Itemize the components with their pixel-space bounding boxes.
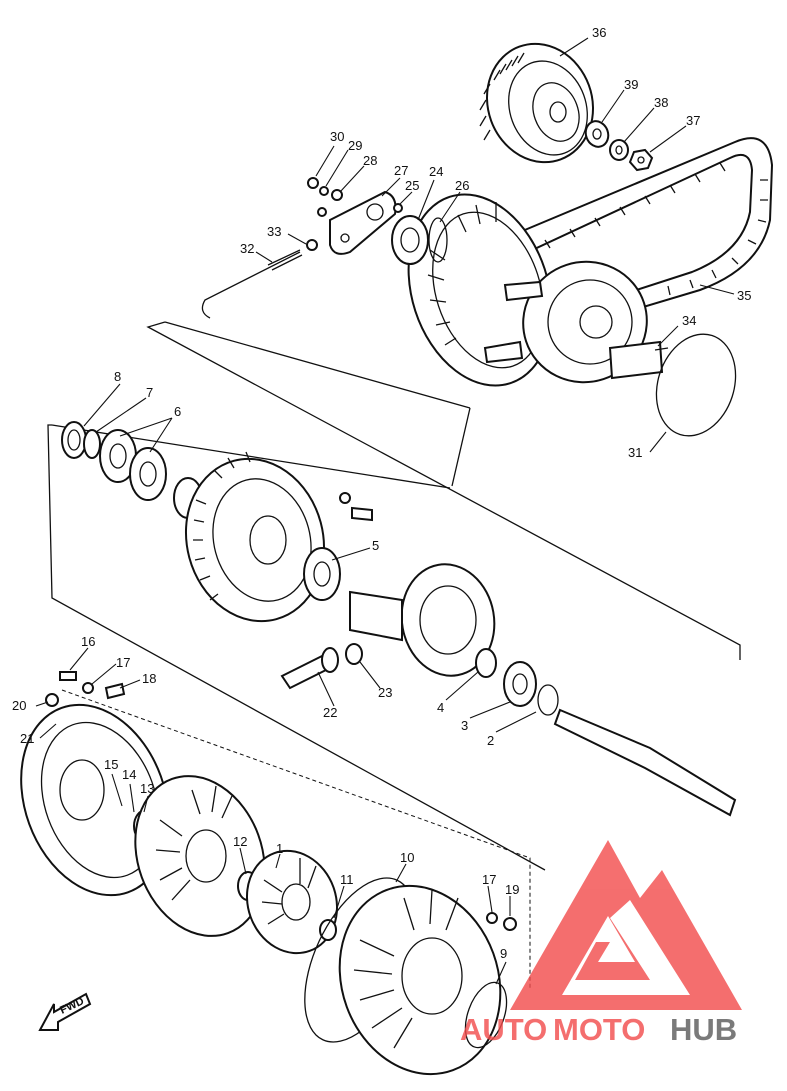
callout-8: 8	[114, 369, 121, 384]
bolts-17-19	[486, 912, 517, 931]
callout-24: 24	[429, 164, 443, 179]
group-boundary-line	[164, 321, 471, 487]
callout-38: 38	[654, 95, 668, 110]
bolt-top	[339, 492, 373, 522]
small-parts-top	[306, 177, 403, 251]
callout-5: 5	[372, 538, 379, 553]
callout-3: 3	[461, 718, 468, 733]
callout-23: 23	[378, 685, 392, 700]
callout-34: 34	[682, 313, 696, 328]
callout-25: 25	[405, 178, 419, 193]
callout-19: 19	[505, 882, 519, 897]
callout-28: 28	[363, 153, 377, 168]
callout-12: 12	[233, 834, 247, 849]
seal-8	[61, 421, 87, 459]
callout-26: 26	[455, 178, 469, 193]
group-boundary-line	[61, 689, 531, 990]
primary-sheave	[407, 193, 553, 387]
ring-7	[83, 429, 101, 459]
washer-23	[345, 643, 363, 665]
callout-2: 2	[487, 733, 494, 748]
callout-16: 16	[81, 634, 95, 649]
group-boundary-line	[146, 321, 741, 660]
oring-31	[655, 333, 737, 437]
cooling-fan-housing	[338, 884, 502, 1076]
callout-30: 30	[330, 129, 344, 144]
pin-34	[654, 347, 669, 351]
watermark-text-auto: AUTO	[460, 1012, 547, 1047]
callout-27: 27	[394, 163, 408, 178]
callout-6: 6	[174, 404, 181, 419]
automotohub-watermark: AUTO MOTO HUB	[460, 840, 742, 1047]
bearings-6	[99, 429, 167, 501]
callout-13: 13	[140, 781, 154, 796]
callout-17b: 17	[482, 872, 496, 887]
callout-36: 36	[592, 25, 606, 40]
clutch-cover	[20, 703, 170, 897]
callout-9: 9	[500, 946, 507, 961]
callout-14: 14	[122, 767, 136, 782]
oring-26	[428, 217, 448, 263]
callout-37: 37	[686, 113, 700, 128]
drive-pulley	[479, 42, 594, 164]
bracket-27	[329, 190, 397, 255]
clutch-plate	[134, 775, 266, 937]
callout-33: 33	[267, 224, 281, 239]
ring-4	[475, 648, 497, 678]
bearing-24	[391, 215, 429, 265]
callout-17: 17	[116, 655, 130, 670]
callout-4: 4	[437, 700, 444, 715]
callout-1: 1	[276, 841, 283, 856]
hub-assembly	[349, 563, 496, 677]
washer-38	[609, 139, 629, 161]
bearing-5	[303, 547, 341, 601]
callout-35: 35	[737, 288, 751, 303]
driven-gear	[184, 451, 326, 623]
bearing-3	[503, 661, 537, 707]
oring-9	[464, 981, 508, 1049]
fan-1	[245, 849, 339, 955]
washer-11	[319, 919, 337, 941]
group-boundary-line	[47, 424, 546, 871]
callout-10: 10	[400, 850, 414, 865]
callout-21: 21	[20, 731, 34, 746]
shaft-22	[280, 647, 339, 690]
nut-37	[628, 148, 654, 172]
callout-labels: 36 39 38 37 30 29 28 27 25 24 26 33 32 3…	[12, 25, 751, 961]
main-shaft	[553, 708, 737, 817]
secondary-sheave	[483, 260, 664, 384]
rod-32	[201, 249, 303, 319]
fwd-arrow-icon: FWD	[38, 992, 92, 1031]
circlip-2	[537, 684, 559, 716]
callout-7: 7	[146, 385, 153, 400]
callout-20: 20	[12, 698, 26, 713]
watermark-text-moto: MOTO	[553, 1012, 645, 1047]
callout-18: 18	[142, 671, 156, 686]
leader-lines	[35, 37, 735, 985]
callout-29: 29	[348, 138, 362, 153]
callout-32: 32	[240, 241, 254, 256]
callout-22: 22	[323, 705, 337, 720]
callout-39: 39	[624, 77, 638, 92]
callout-15: 15	[104, 757, 118, 772]
washer-39	[584, 120, 610, 148]
callout-31: 31	[628, 445, 642, 460]
watermark-text-hub: HUB	[670, 1012, 737, 1047]
callout-11: 11	[340, 872, 354, 887]
